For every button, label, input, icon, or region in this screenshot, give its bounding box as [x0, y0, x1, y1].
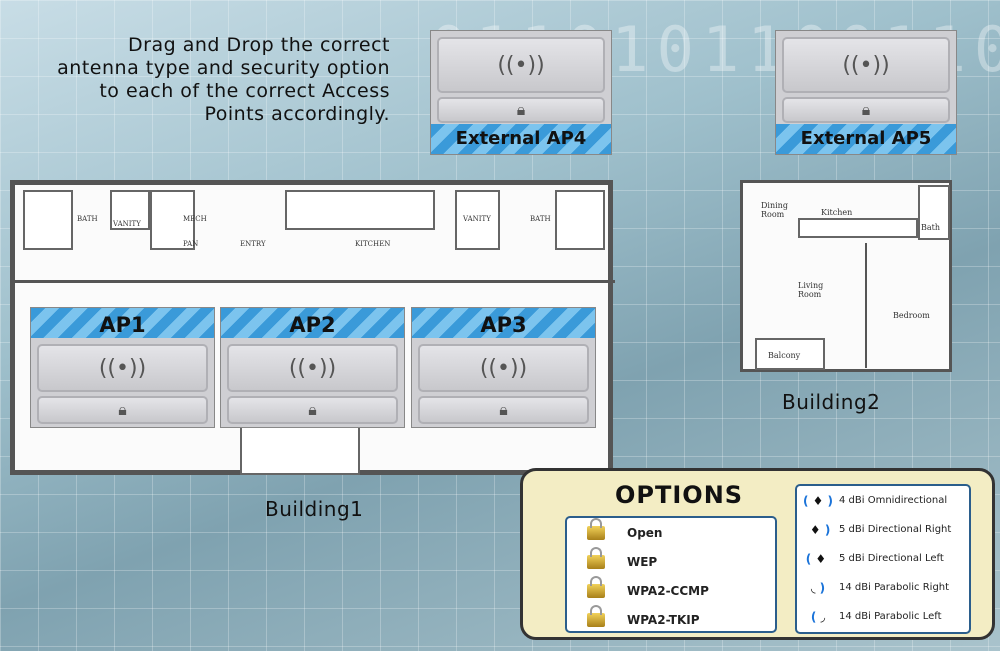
option-label: WPA2-CCMP	[627, 583, 709, 598]
lock-icon	[587, 575, 605, 598]
lock-icon: 🔒︎	[861, 100, 871, 119]
antenna-option-omni[interactable]: ( ♦ ) 4 dBi Omnidirectional	[797, 486, 969, 515]
option-label: 14 dBi Parabolic Right	[839, 582, 950, 593]
option-label: 4 dBi Omnidirectional	[839, 495, 948, 506]
ap-label: External AP5	[776, 124, 956, 154]
option-label: 14 dBi Parabolic Left	[839, 611, 942, 622]
ap1-drop-target[interactable]: AP1 ((•)) 🔒︎	[30, 307, 215, 428]
option-label: 5 dBi Directional Right	[839, 524, 952, 535]
wifi-signal-icon	[272, 250, 352, 310]
ap5-drop-target[interactable]: ((•)) 🔒︎ External AP5	[775, 30, 957, 155]
building2-floorplan: Dining Room Kitchen Bath Living Room Bed…	[740, 180, 952, 372]
lock-icon	[587, 546, 605, 569]
antenna-option-parabolic-left[interactable]: ( ◞ 14 dBi Parabolic Left	[797, 602, 969, 631]
ap2-drop-target[interactable]: AP2 ((•)) 🔒︎	[220, 307, 405, 428]
option-label: WEP	[627, 554, 658, 569]
security-option-wpa2-tkip[interactable]: WPA2-TKIP	[567, 604, 775, 634]
ap-label: AP3	[412, 308, 595, 338]
wifi-signal-icon	[82, 250, 162, 310]
building1-label: Building1	[265, 497, 364, 521]
omnidirectional-antenna-icon: ( ♦ )	[802, 493, 834, 508]
security-option-wep[interactable]: WEP	[567, 546, 775, 576]
security-drop-slot[interactable]: 🔒︎	[227, 396, 398, 424]
antenna-drop-slot[interactable]: ((•))	[37, 344, 208, 392]
wifi-signal-icon	[490, 158, 570, 218]
ap3-drop-target[interactable]: AP3 ((•)) 🔒︎	[411, 307, 596, 428]
lock-icon: 🔒︎	[499, 400, 508, 419]
lock-icon: 🔒︎	[516, 100, 526, 119]
option-label: 5 dBi Directional Left	[839, 553, 944, 564]
wifi-signal-icon	[830, 158, 910, 218]
option-label: Open	[627, 525, 663, 540]
parabolic-right-antenna-icon: ◟ )	[810, 580, 826, 595]
wireless-signal-icon: ((•))	[479, 355, 528, 381]
antenna-drop-slot[interactable]: ((•))	[437, 37, 605, 93]
security-drop-slot[interactable]: 🔒︎	[437, 97, 605, 123]
lock-icon: 🔒︎	[308, 400, 317, 419]
antenna-drop-slot[interactable]: ((•))	[418, 344, 589, 392]
wifi-signal-icon	[462, 250, 542, 310]
wireless-signal-icon: ((•))	[288, 355, 337, 381]
wireless-signal-icon: ((•))	[497, 52, 545, 78]
building2-label: Building2	[782, 390, 881, 414]
parabolic-left-antenna-icon: ( ◞	[810, 609, 826, 624]
directional-right-antenna-icon: ♦ )	[809, 522, 831, 537]
antenna-options-list: ( ♦ ) 4 dBi Omnidirectional ♦ ) 5 dBi Dire…	[795, 484, 971, 634]
ap-label: External AP4	[431, 124, 611, 154]
options-title: OPTIONS	[615, 481, 744, 509]
security-drop-slot[interactable]: 🔒︎	[37, 396, 208, 424]
wireless-signal-icon: ((•))	[842, 52, 890, 78]
ap-label: AP1	[31, 308, 214, 338]
antenna-drop-slot[interactable]: ((•))	[782, 37, 950, 93]
ap-label: AP2	[221, 308, 404, 338]
options-panel: OPTIONS Open WEP WPA2-CCMP WPA2-TKIP ( ♦…	[520, 468, 995, 640]
ap4-drop-target[interactable]: ((•)) 🔒︎ External AP4	[430, 30, 612, 155]
antenna-option-directional-right[interactable]: ♦ ) 5 dBi Directional Right	[797, 515, 969, 544]
lock-icon	[587, 604, 605, 627]
security-drop-slot[interactable]: 🔒︎	[782, 97, 950, 123]
security-option-open[interactable]: Open	[567, 517, 775, 547]
directional-left-antenna-icon: ( ♦	[805, 551, 827, 566]
lock-icon	[587, 517, 605, 540]
security-options-list: Open WEP WPA2-CCMP WPA2-TKIP	[565, 516, 777, 633]
security-drop-slot[interactable]: 🔒︎	[418, 396, 589, 424]
instructions: Drag and Drop the correct antenna type a…	[57, 34, 390, 125]
wireless-signal-icon: ((•))	[98, 355, 147, 381]
security-option-wpa2-ccmp[interactable]: WPA2-CCMP	[567, 575, 775, 605]
lock-icon: 🔒︎	[118, 400, 127, 419]
option-label: WPA2-TKIP	[627, 612, 700, 627]
antenna-option-directional-left[interactable]: ( ♦ 5 dBi Directional Left	[797, 544, 969, 573]
antenna-option-parabolic-right[interactable]: ◟ ) 14 dBi Parabolic Right	[797, 573, 969, 602]
antenna-drop-slot[interactable]: ((•))	[227, 344, 398, 392]
